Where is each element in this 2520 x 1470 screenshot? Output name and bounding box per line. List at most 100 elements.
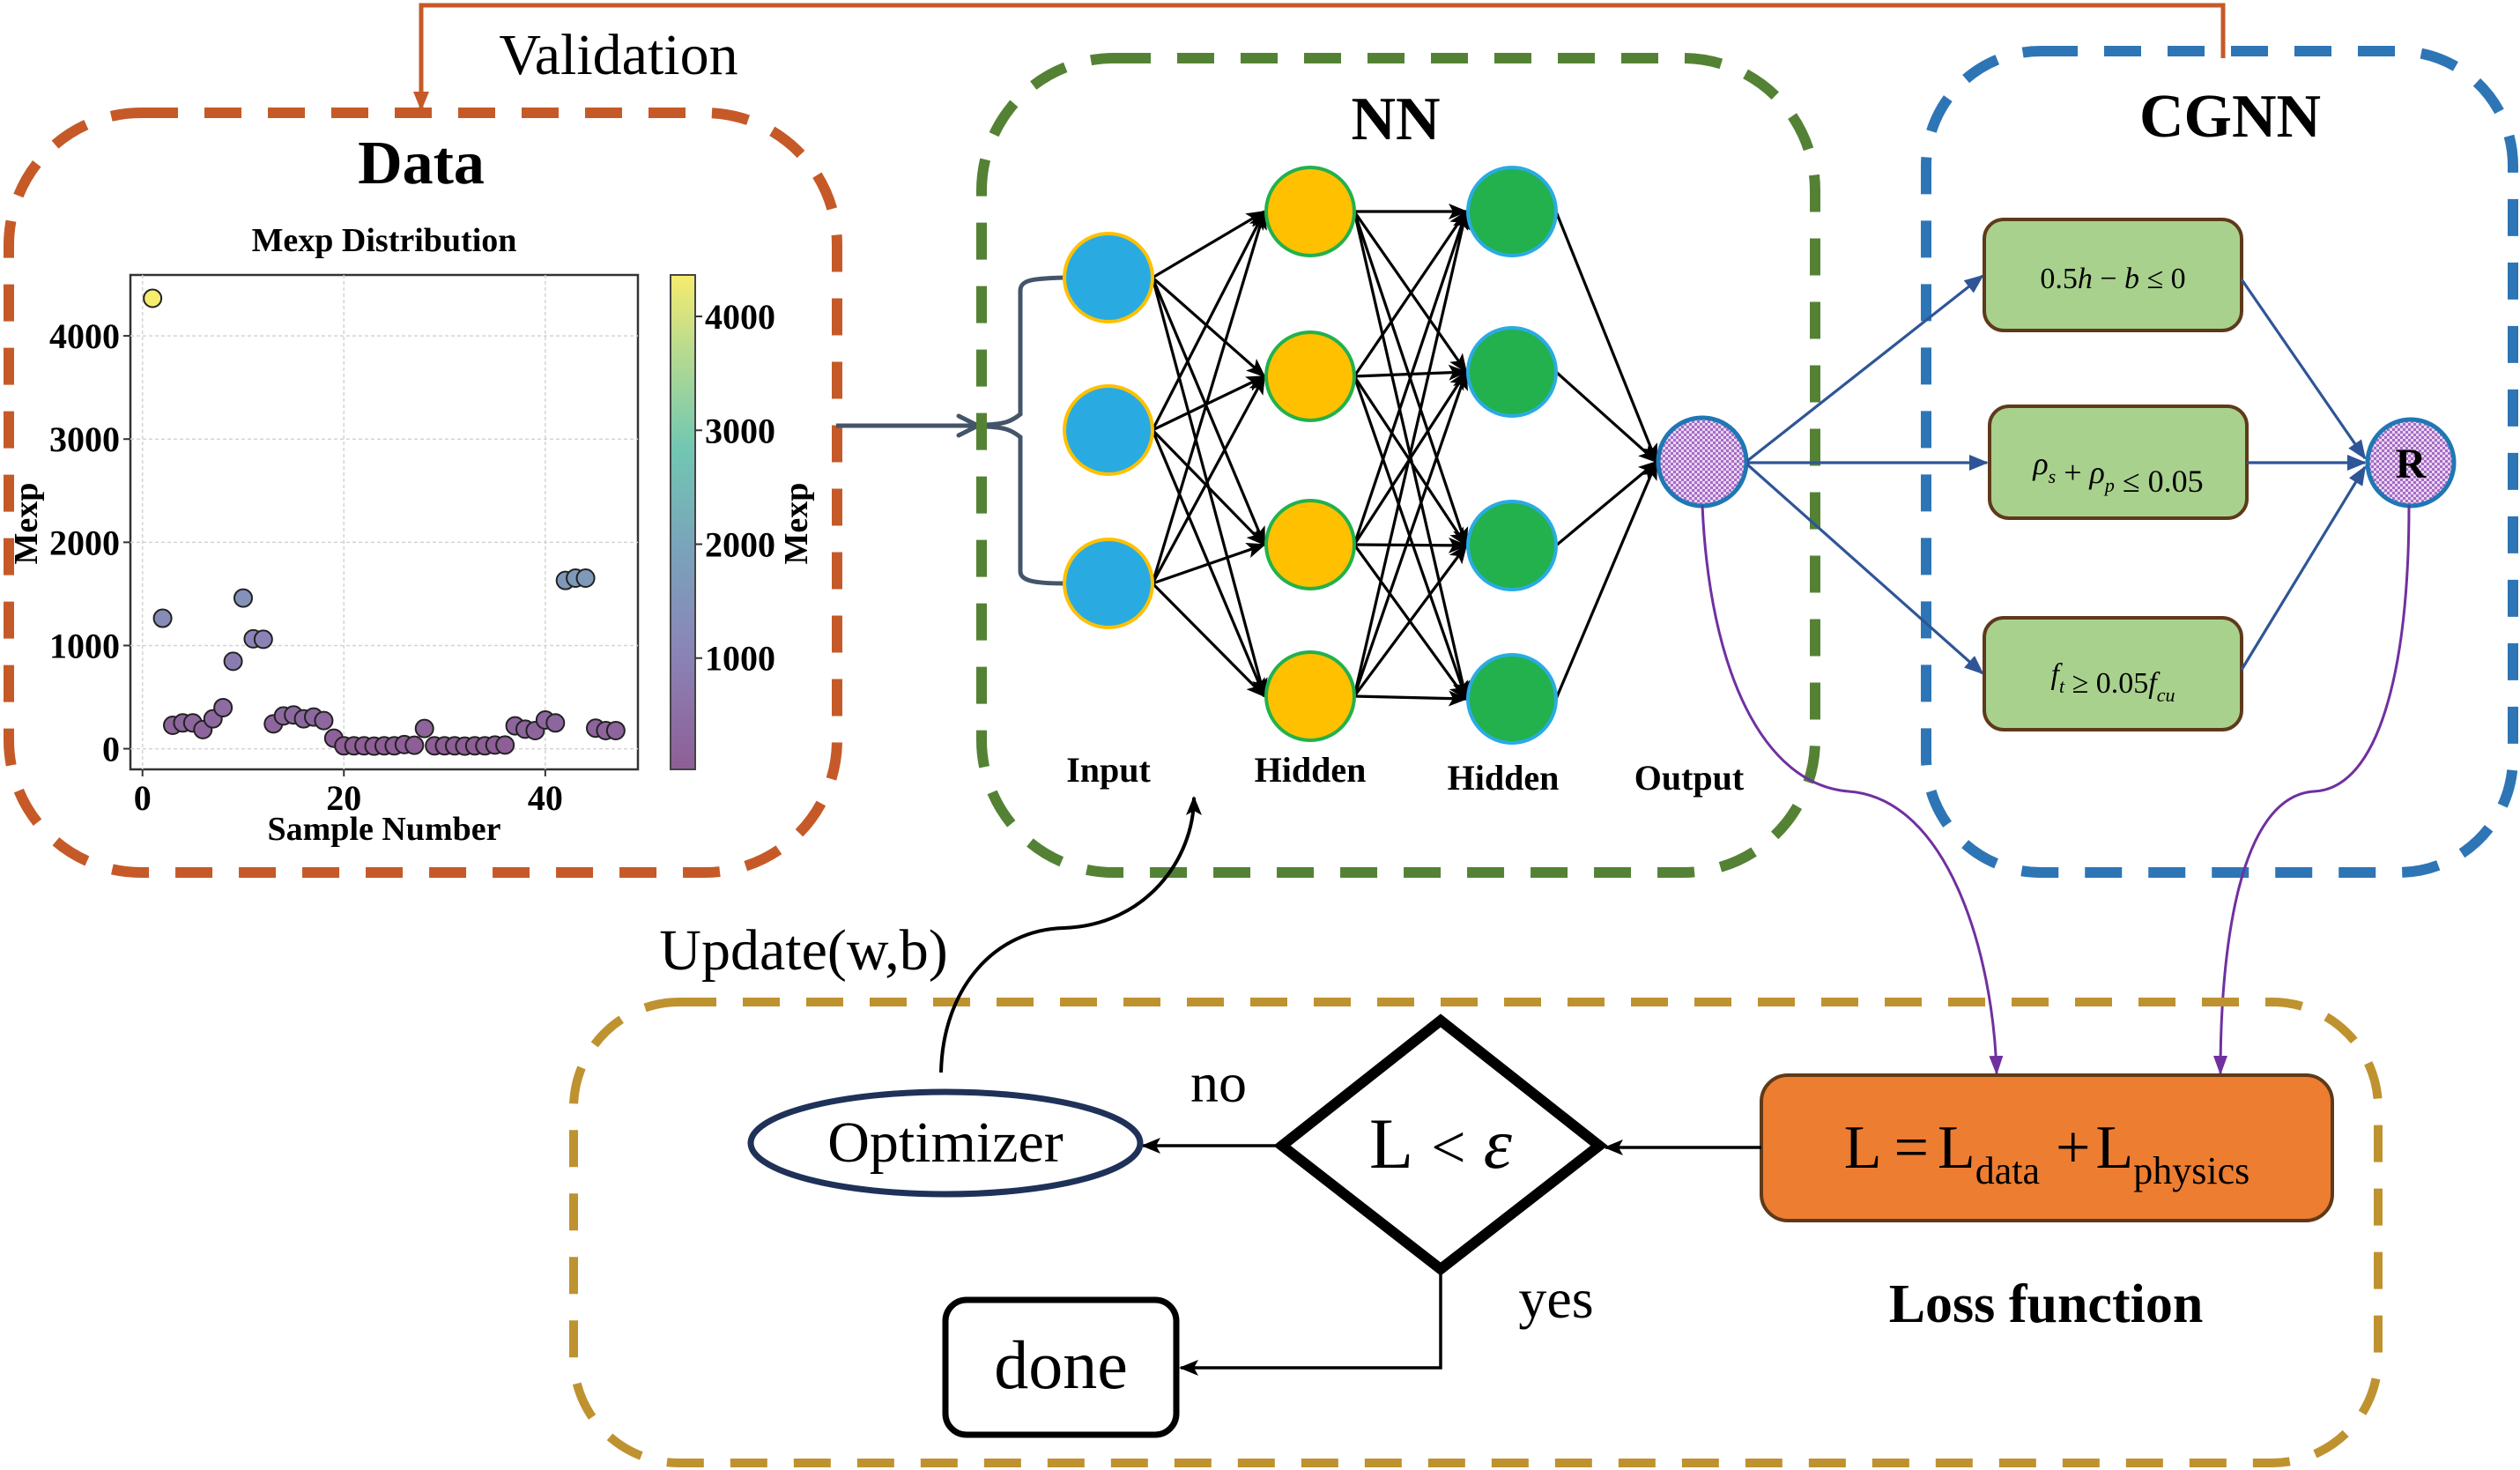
- y-tick-label: 2000: [49, 523, 120, 562]
- arrow-output-to-constraint-1: [1746, 274, 1984, 463]
- optimizer-label: Optimizer: [827, 1110, 1064, 1175]
- colorbar-label: Mexp: [778, 483, 815, 565]
- arrow-constraint-3-to-r: [2240, 465, 2367, 671]
- loss-term-physics: L: [2096, 1114, 2134, 1182]
- nn-connection: [1353, 210, 1471, 697]
- constraint-subscript: t: [2059, 675, 2065, 697]
- data-to-input-arrow: [836, 275, 1064, 586]
- hidden1-node: [1264, 650, 1356, 742]
- constraint-2-part: ρ: [2089, 455, 2105, 490]
- loss-eq: =: [1894, 1114, 1928, 1182]
- scatter-point: [213, 697, 233, 717]
- constraint-subscript: cu: [2157, 684, 2175, 706]
- y-tick-label: 1000: [49, 626, 120, 665]
- layer-label-hidden-1: Hidden: [1255, 750, 1367, 790]
- constraint-box-3: ft ≥ 0.05fcu: [1983, 616, 2243, 731]
- constraint-box-2: ρs + ρp ≤ 0.05: [1988, 405, 2249, 520]
- nn-panel-border: [976, 53, 1820, 878]
- r-node: [2365, 417, 2457, 509]
- update-weights-arrow: [939, 796, 1202, 1073]
- update-label: Update(w,b): [659, 918, 947, 983]
- loss-lhs: L: [1844, 1114, 1882, 1182]
- nn-connection: [1554, 211, 1658, 464]
- layer-label-hidden-2: Hidden: [1448, 758, 1560, 798]
- nn-connection: [1151, 210, 1267, 584]
- nn-title: NN: [1351, 85, 1440, 153]
- decision-condition: L<ε: [1369, 1103, 1513, 1184]
- scatter-point: [314, 710, 334, 731]
- constraint-1-part: h: [2078, 263, 2093, 295]
- plot-area: [129, 273, 640, 771]
- loss-formula: L=Ldata+Lphysics: [1844, 1114, 2250, 1192]
- layer-label-input: Input: [1066, 750, 1151, 790]
- scatter-points: [143, 288, 626, 756]
- nn-connection: [1151, 582, 1266, 698]
- nn-connection: [1151, 276, 1266, 378]
- nn-connection: [1152, 543, 1266, 585]
- y-axis-label: Mexp: [8, 483, 45, 565]
- nn-connection: [1353, 210, 1468, 377]
- hidden1-node: [1264, 499, 1356, 590]
- nn-connection: [1353, 375, 1468, 547]
- optimizer-node: [747, 1088, 1144, 1198]
- constraint-box-1: 0.5h − b ≤ 0: [1983, 218, 2243, 332]
- chart-title: Mexp Distribution: [252, 222, 517, 259]
- hidden1-node: [1264, 330, 1356, 422]
- constraint-1-part: ≤ 0: [2139, 263, 2186, 295]
- nn-connection: [1554, 370, 1658, 464]
- arrow-output-to-constraint-3: [1745, 463, 1984, 675]
- scatter-point: [605, 720, 626, 740]
- nn-connection: [1152, 210, 1266, 279]
- hidden1-node: [1264, 166, 1356, 257]
- scatter-point: [143, 288, 163, 308]
- nn-connection: [1353, 370, 1468, 697]
- condition-rhs: ε: [1484, 1103, 1513, 1184]
- constraint-text-1: 0.5h − b ≤ 0: [2040, 263, 2185, 295]
- scatter-point: [253, 629, 273, 650]
- no-label: no: [1190, 1051, 1247, 1114]
- input-node: [1063, 232, 1154, 323]
- nn-connection: [1151, 210, 1266, 431]
- constraint-text-2: ρs + ρp ≤ 0.05: [2032, 446, 2203, 499]
- colorbar-tick-label: 1000: [705, 639, 775, 679]
- nn-connection: [1554, 460, 1658, 547]
- arrow-constraint-1-to-r: [2240, 278, 2367, 460]
- scatter-point: [404, 735, 425, 755]
- scatter-point: [545, 713, 566, 733]
- layer-label-output: Output: [1634, 758, 1745, 798]
- hidden2-node: [1466, 500, 1558, 591]
- loss-sub-data: data: [1975, 1149, 2040, 1192]
- training-loop-panel: L=Ldata+Lphysics Loss function L<ε no Op…: [569, 998, 2383, 1467]
- nn-connection: [1152, 375, 1266, 432]
- cgnn-panel-border: [1921, 46, 2518, 878]
- loss-term-data: L: [1938, 1114, 1975, 1182]
- nn-connection: [1151, 428, 1266, 546]
- nn-panel: NN Input Hidden Hidden Output: [976, 53, 1820, 878]
- constraint-2-part: ρ: [2032, 446, 2048, 481]
- input-node: [1063, 384, 1154, 476]
- scatter-point: [223, 651, 243, 672]
- constraint-subscript: p: [2103, 474, 2115, 496]
- nn-connection: [1353, 544, 1468, 697]
- hidden2-node: [1466, 326, 1558, 418]
- scatter-point: [233, 588, 253, 608]
- x-axis-label: Sample Number: [268, 811, 501, 848]
- nn-connection: [1353, 210, 1469, 546]
- output-node: [1656, 415, 1749, 509]
- y-tick-label: 4000: [49, 316, 120, 356]
- x-tick-label: 40: [528, 778, 563, 818]
- colorbar-tick-label: 4000: [705, 297, 775, 337]
- nn-connections: [1151, 204, 1658, 707]
- constraint-subscript: s: [2049, 465, 2057, 487]
- hidden2-node: [1466, 653, 1558, 745]
- colorbar: [670, 274, 696, 770]
- training-loop-border: [569, 998, 2383, 1467]
- colorbar-tick-label: 3000: [705, 411, 775, 450]
- nn-connection: [1554, 460, 1658, 700]
- nn-connection: [1353, 537, 1468, 553]
